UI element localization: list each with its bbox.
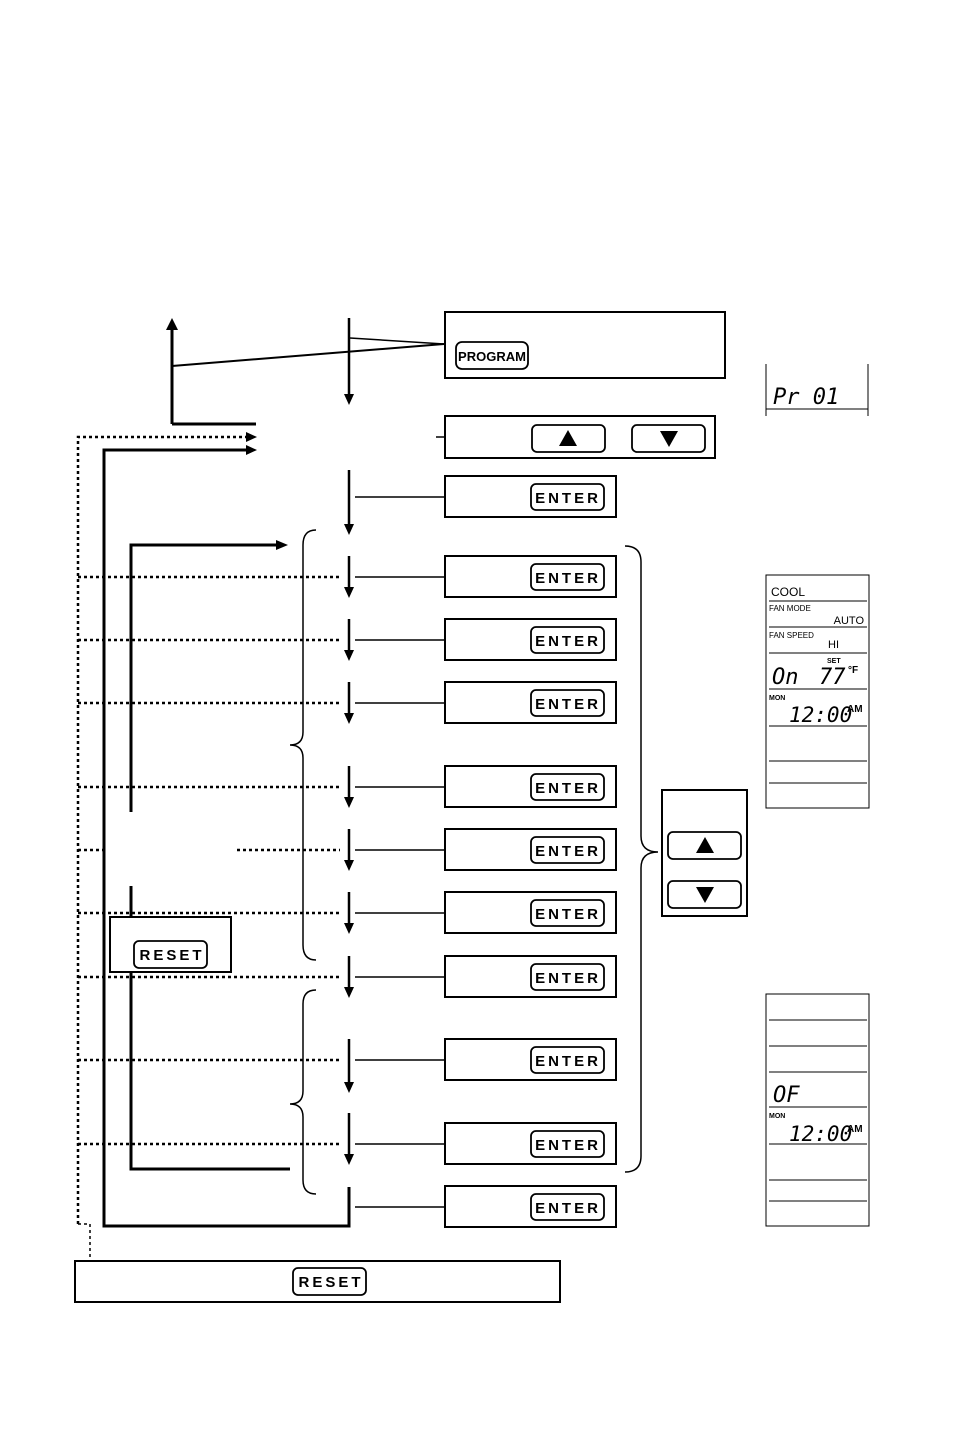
lcd-off-time: 12:00: [789, 1122, 852, 1146]
lcd-fan-speed-value: HI: [828, 639, 839, 651]
enter-button[interactable]: ENTER: [530, 1046, 605, 1074]
enter-step-row: ENTER: [78, 955, 617, 998]
flow-arrow: [344, 956, 354, 998]
lcd-ampm: AM: [847, 704, 863, 715]
enter-button[interactable]: ENTER: [530, 963, 605, 991]
lcd-off-display: OF MON 12:00 AM: [765, 993, 870, 1227]
enter-button-label: ENTER: [535, 1137, 601, 1154]
side-down-button[interactable]: [667, 880, 742, 909]
left-brace-lower: [289, 989, 317, 1195]
flow-arrow: [344, 470, 354, 535]
lcd-off-state: OF: [773, 1083, 800, 1108]
flow-arrow: [344, 318, 354, 405]
enter-button[interactable]: ENTER: [530, 689, 605, 717]
enter-step-row: ENTER: [344, 470, 617, 535]
enter-step-row: ENTER: [78, 765, 617, 808]
lcd-state: On: [772, 665, 799, 690]
enter-button-label: ENTER: [535, 490, 601, 507]
flow-arrow: [344, 1039, 354, 1093]
program-loop-connector: [166, 318, 445, 426]
enter-button-label: ENTER: [535, 570, 601, 587]
enter-step-row: ENTER: [78, 555, 617, 598]
enter-button[interactable]: ENTER: [530, 483, 605, 511]
lcd-day: MON: [769, 695, 785, 702]
lcd-off-ampm: AM: [847, 1124, 863, 1135]
flow-arrow: [344, 619, 354, 661]
flow-arrow: [344, 556, 354, 598]
lcd-set-label: SET: [827, 658, 841, 665]
up-triangle-icon: [559, 430, 577, 446]
enter-step-row: ENTER: [78, 681, 617, 724]
enter-button-label: ENTER: [535, 780, 601, 797]
enter-step-row: ENTER: [78, 891, 617, 934]
left-brace-upper: [289, 529, 317, 961]
enter-button[interactable]: ENTER: [530, 836, 605, 864]
lcd-mode: COOL: [771, 585, 805, 599]
enter-button-label: ENTER: [535, 633, 601, 650]
inner-return-loop: [129, 540, 290, 1171]
right-brace: [624, 545, 659, 1173]
enter-step-row: ENTER: [355, 1185, 617, 1228]
flow-arrow: [344, 829, 354, 871]
lcd-program-text: Pr 01: [773, 385, 839, 410]
side-up-button[interactable]: [667, 831, 742, 860]
enter-step-row: ENTER: [78, 828, 617, 871]
up-triangle-icon: [696, 837, 714, 853]
enter-button-label: ENTER: [535, 906, 601, 923]
enter-button[interactable]: ENTER: [530, 1193, 605, 1221]
lcd-fan-mode-label: FAN MODE: [769, 604, 811, 613]
down-triangle-icon: [660, 431, 678, 447]
down-arrow-button[interactable]: [631, 424, 706, 453]
lcd-fan-mode-value: AUTO: [834, 615, 865, 627]
down-triangle-icon: [696, 887, 714, 903]
flow-arrow: [344, 682, 354, 724]
lcd-temperature: 77: [819, 665, 846, 690]
program-button[interactable]: PROGRAM: [455, 341, 529, 370]
flow-arrow: [344, 766, 354, 808]
reset-bottom-button[interactable]: RESET: [292, 1267, 367, 1296]
enter-button-label: ENTER: [535, 1053, 601, 1070]
enter-step-row: ENTER: [78, 1038, 617, 1093]
lcd-fan-speed-label: FAN SPEED: [769, 631, 814, 640]
enter-step-row: ENTER: [78, 618, 617, 661]
svg-text:RESET: RESET: [298, 1274, 363, 1291]
enter-button[interactable]: ENTER: [530, 563, 605, 591]
enter-button[interactable]: ENTER: [530, 773, 605, 801]
flow-arrow: [344, 892, 354, 934]
lcd-program-display: Pr 01: [765, 364, 869, 416]
flow-arrow: [344, 1113, 354, 1165]
enter-button-label: ENTER: [535, 696, 601, 713]
lcd-time: 12:00: [789, 703, 852, 727]
lcd-unit: °F: [848, 665, 858, 676]
enter-button-label: ENTER: [535, 1200, 601, 1217]
reset-inner-button[interactable]: RESET: [133, 940, 208, 969]
up-arrow-button[interactable]: [531, 424, 606, 453]
lcd-off-day: MON: [769, 1113, 785, 1120]
enter-button-label: ENTER: [535, 843, 601, 860]
enter-button[interactable]: ENTER: [530, 1130, 605, 1158]
lcd-status-display: COOL FAN MODE AUTO FAN SPEED HI SET On 7…: [765, 574, 870, 809]
enter-button-label: ENTER: [535, 970, 601, 987]
enter-button[interactable]: ENTER: [530, 626, 605, 654]
outer-return-lines: [76, 432, 351, 1261]
svg-text:PROGRAM: PROGRAM: [458, 349, 526, 364]
enter-step-row: ENTER: [78, 1113, 617, 1165]
svg-text:RESET: RESET: [139, 947, 204, 964]
enter-button[interactable]: ENTER: [530, 899, 605, 927]
